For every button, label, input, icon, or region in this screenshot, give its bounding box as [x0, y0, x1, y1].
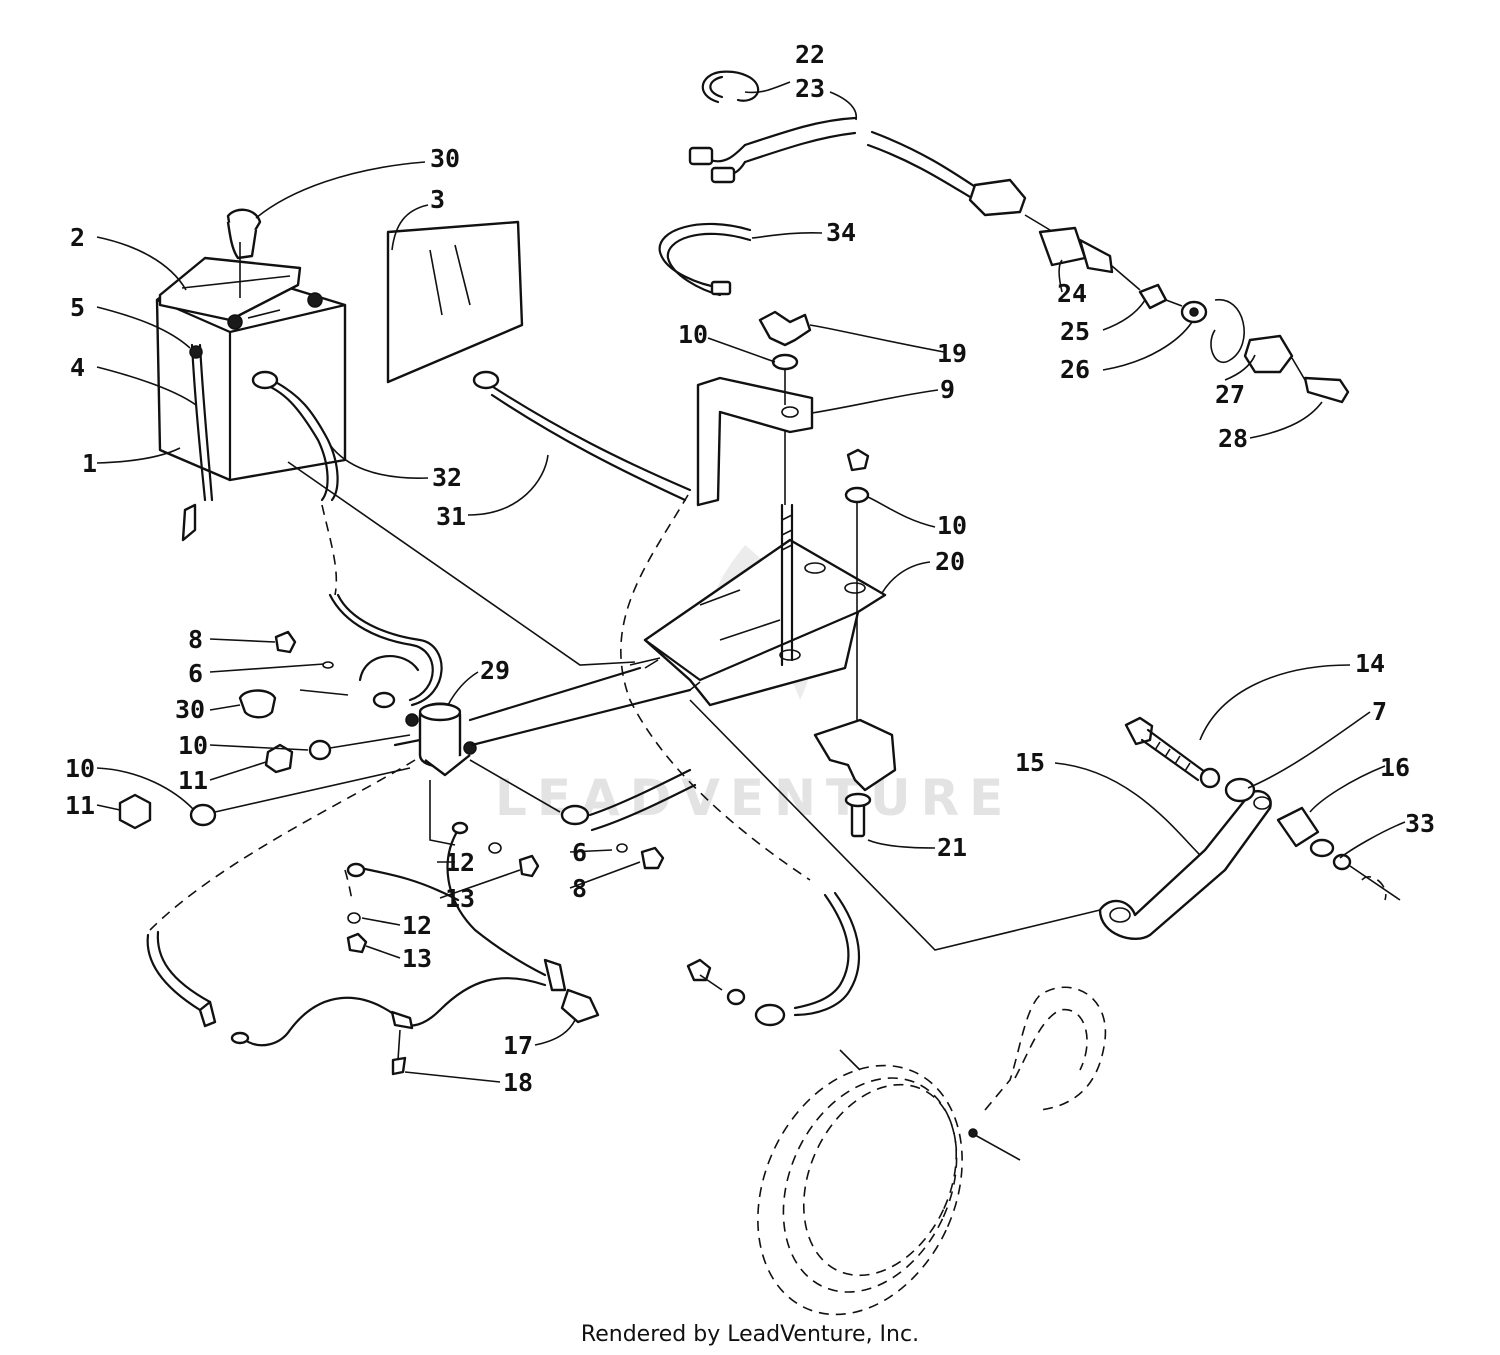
cable-31[interactable]: [472, 370, 692, 502]
callout-20: 20: [935, 547, 965, 576]
callout-32: 32: [432, 463, 462, 492]
hold-down-bracket[interactable]: [696, 376, 814, 507]
callout-12-b: 12: [402, 911, 432, 940]
callout-25: 25: [1060, 317, 1090, 346]
callout-29: 29: [480, 656, 510, 685]
callout-21: 21: [937, 833, 967, 862]
callout-13-a: 13: [445, 884, 475, 913]
solenoid-hardware[interactable]: [118, 630, 411, 830]
callout-10-d: 10: [65, 754, 95, 783]
callout-14: 14: [1355, 649, 1385, 678]
callout-10-b: 10: [937, 511, 967, 540]
callout-30-top: 30: [430, 144, 460, 173]
battery-cover-plate[interactable]: [386, 220, 524, 384]
bracket-bolt[interactable]: [1124, 716, 1256, 803]
callout-4: 4: [70, 353, 85, 382]
starter-cable[interactable]: [686, 891, 861, 1027]
terminal-cover-top[interactable]: [226, 208, 262, 260]
tray-fasteners[interactable]: [844, 448, 870, 730]
callout-labels: 22 23 30 3 34 2 5 4 1 24 25 26 27 28 10 …: [65, 40, 1435, 1097]
cable-bracket[interactable]: [1098, 789, 1272, 940]
mount-bracket[interactable]: [813, 718, 897, 838]
callout-6-a: 6: [188, 659, 203, 688]
vent-tube[interactable]: [181, 343, 214, 542]
cable-short[interactable]: [469, 759, 697, 870]
callout-22: 22: [795, 40, 825, 69]
callout-15: 15: [1015, 748, 1045, 777]
cable-loop[interactable]: [328, 593, 443, 709]
wing-nut[interactable]: [758, 310, 812, 371]
callout-17: 17: [503, 1031, 533, 1060]
battery-strap[interactable]: [658, 222, 752, 297]
callout-11-a: 11: [178, 766, 208, 795]
callout-16: 16: [1380, 753, 1410, 782]
callout-19: 19: [937, 339, 967, 368]
battery-tray[interactable]: [643, 538, 887, 707]
callout-28: 28: [1218, 424, 1248, 453]
callout-6-b: 6: [572, 838, 587, 867]
callout-31: 31: [436, 502, 466, 531]
callout-12-a: 12: [445, 848, 475, 877]
spacer[interactable]: [1276, 806, 1401, 901]
callout-23: 23: [795, 74, 825, 103]
callout-10-a: 10: [678, 320, 708, 349]
callout-11-b: 11: [65, 791, 95, 820]
callout-1: 1: [82, 449, 97, 478]
callout-10-c: 10: [178, 731, 208, 760]
callout-33: 33: [1405, 809, 1435, 838]
footer-credit: Rendered by LeadVenture, Inc.: [580, 1322, 920, 1347]
callout-30-mid: 30: [175, 695, 205, 724]
ignition-switch[interactable]: [1024, 214, 1350, 404]
starter-pulley-dashed: [757, 986, 1107, 1316]
leader-lines: [96, 81, 1406, 1083]
lower-harness[interactable]: [230, 780, 600, 1076]
callout-9: 9: [940, 375, 955, 404]
callout-18: 18: [503, 1068, 533, 1097]
cable-32[interactable]: [251, 370, 339, 502]
stud[interactable]: [780, 503, 794, 667]
callout-5: 5: [70, 293, 85, 322]
ground-cable[interactable]: [146, 930, 217, 1028]
routing-dashed: [149, 494, 811, 931]
starter-solenoid[interactable]: [393, 657, 701, 777]
callout-2: 2: [70, 223, 85, 252]
leader-long-b: [689, 699, 1101, 951]
callout-13-b: 13: [402, 944, 432, 973]
callout-27: 27: [1215, 380, 1245, 409]
ring-clip[interactable]: [701, 70, 760, 104]
callout-8-a: 8: [188, 625, 203, 654]
callout-8-b: 8: [572, 874, 587, 903]
callout-7: 7: [1372, 697, 1387, 726]
callout-26: 26: [1060, 355, 1090, 384]
wiring-harness[interactable]: [688, 116, 1027, 217]
callout-34: 34: [826, 218, 856, 247]
leader-long: [287, 461, 636, 666]
battery[interactable]: [155, 256, 347, 482]
callout-3: 3: [430, 185, 445, 214]
callout-24: 24: [1057, 279, 1087, 308]
